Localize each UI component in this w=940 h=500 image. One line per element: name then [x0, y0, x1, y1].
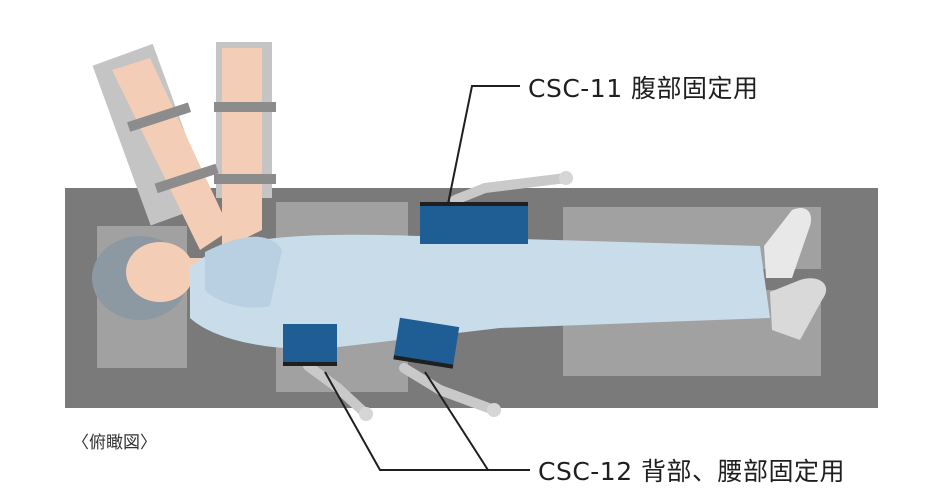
csc12-leader-line: [324, 371, 530, 471]
patient-feet: [764, 207, 827, 340]
csc11-block: [420, 202, 528, 244]
csc12-block-left: [283, 324, 337, 366]
right-arm: [214, 48, 276, 250]
csc11-leader-line: [447, 85, 520, 205]
csc12-block-right: [393, 317, 460, 369]
csc11-support-arm: [450, 171, 573, 205]
csc12-leader-branch: [424, 371, 489, 471]
patient-body: [190, 234, 770, 349]
csc12-label: CSC-12 背部、腰部固定用: [538, 457, 846, 486]
view-caption: 〈俯瞰図〉: [72, 433, 157, 453]
left-arm: [112, 58, 230, 250]
patient-head: [92, 236, 204, 320]
csc11-label: CSC-11 腹部固定用: [528, 74, 759, 103]
